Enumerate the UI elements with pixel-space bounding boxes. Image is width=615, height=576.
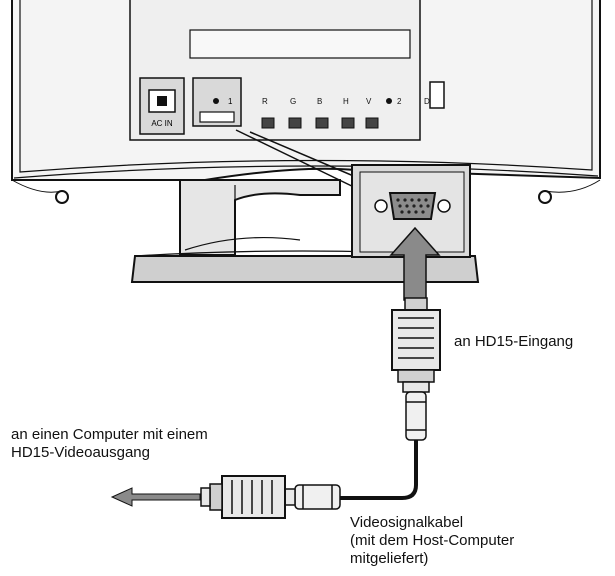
port-1-label: 1 <box>228 97 233 106</box>
port-1-icon <box>213 98 219 104</box>
computer-label-line-1: an einen Computer mit einem <box>11 426 208 443</box>
video-cable <box>340 440 418 500</box>
cable-label-line-3: mitgeliefert) <box>350 550 429 567</box>
port-2-icon <box>386 98 392 104</box>
jack-h-label: H <box>343 97 349 106</box>
jack-d-label: D <box>424 97 430 106</box>
jack-r-label: R <box>262 97 268 106</box>
bnc-jacks <box>261 117 379 129</box>
cable-label-line-1: Videosignalkabel <box>350 514 464 531</box>
ac-in-label: AC IN <box>151 119 173 128</box>
screw-icon <box>374 199 388 213</box>
jack-g-label: G <box>290 97 296 106</box>
screw-icon <box>437 199 451 213</box>
left-arrow-icon <box>110 487 201 507</box>
monitor-rear <box>11 0 601 204</box>
hd15-input-label: an HD15-Eingang <box>454 333 574 350</box>
jack-v-label: V <box>366 97 372 106</box>
monitor-stand <box>130 179 480 283</box>
up-arrow-icon <box>389 226 441 301</box>
monitor-side-plug <box>391 297 441 441</box>
computer-side-plug <box>200 475 341 519</box>
jack-b-label: B <box>317 97 322 106</box>
port-2-label: 2 <box>397 97 402 106</box>
cable-label-line-2: (mit dem Host-Computer <box>350 532 515 549</box>
connector-panel: AC IN 1 R G B H V 2 D <box>139 77 445 135</box>
callout-line <box>235 129 361 191</box>
computer-label-line-2: HD15-Videoausgang <box>11 444 150 461</box>
